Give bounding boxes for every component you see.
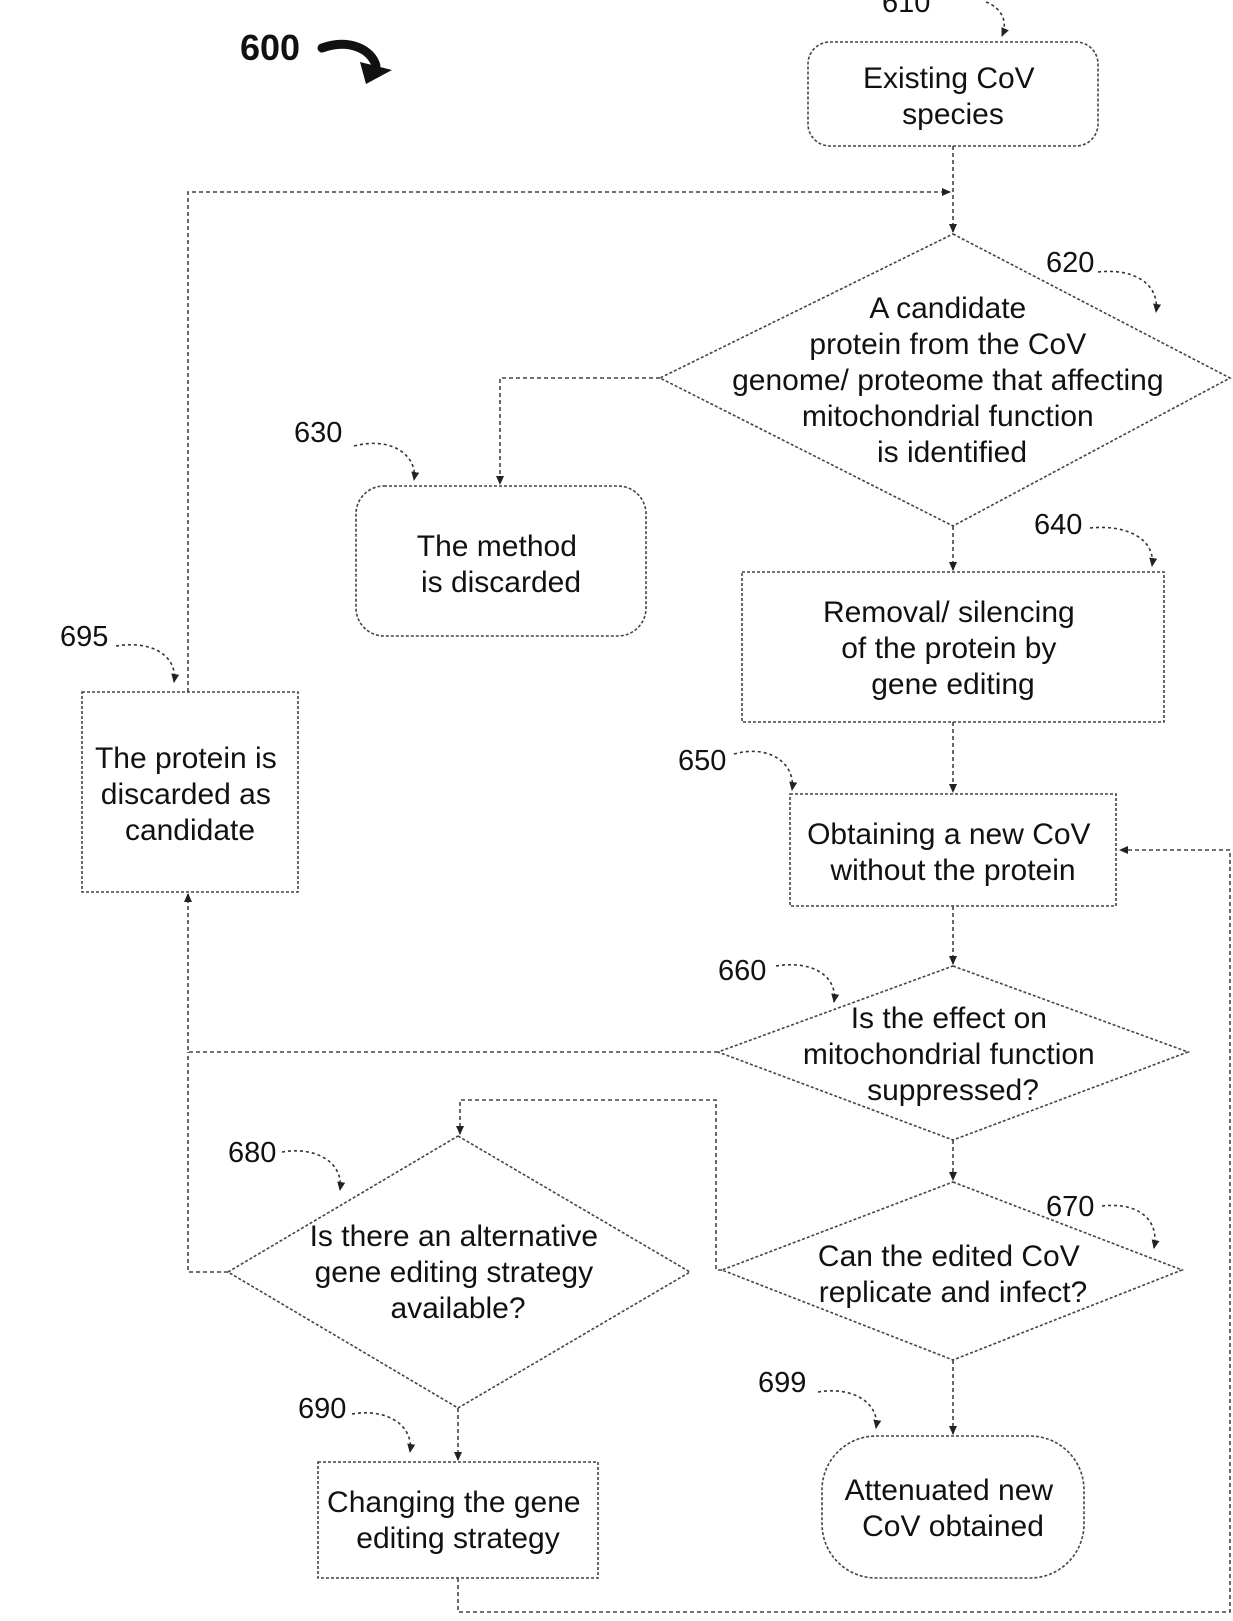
- leader-680: [282, 1151, 340, 1190]
- node-630-line-2: is discarded: [421, 566, 581, 599]
- node-640-line-2: of the protein by: [841, 632, 1056, 665]
- node-680-line-1: Is there an alternative: [310, 1220, 599, 1253]
- ref-610: 610: [882, 0, 930, 19]
- node-640-line-3: gene editing: [871, 668, 1034, 701]
- node-630-line-1: The method: [417, 530, 577, 563]
- ref-690: 690: [298, 1393, 346, 1425]
- node-699-line-1: Attenuated new: [845, 1474, 1054, 1507]
- node-650-line-1: Obtaining a new CoV: [807, 818, 1091, 851]
- node-680-line-2: gene editing strategy: [315, 1256, 594, 1289]
- ref-640: 640: [1034, 509, 1082, 541]
- node-670-line-1: Can the edited CoV: [818, 1240, 1080, 1273]
- node-660-line-2: mitochondrial function: [803, 1038, 1095, 1071]
- node-680-line-3: available?: [390, 1292, 525, 1325]
- node-699-shape: [822, 1436, 1084, 1578]
- ref-630: 630: [294, 417, 342, 449]
- node-640-line-1: Removal/ silencing: [823, 596, 1075, 629]
- leader-640: [1090, 527, 1152, 566]
- node-620-line-1: A candidate: [869, 292, 1026, 325]
- node-695-line-1: The protein is: [95, 742, 277, 775]
- ref-660: 660: [718, 955, 766, 987]
- node-695-line-3: candidate: [125, 814, 255, 847]
- leader-690: [352, 1413, 410, 1452]
- node-610-line-2: species: [902, 98, 1004, 131]
- node-660-line-1: Is the effect on: [851, 1002, 1047, 1035]
- leader-660: [776, 965, 834, 1002]
- node-620-line-2: protein from the CoV: [809, 328, 1086, 361]
- ref-680: 680: [228, 1137, 276, 1169]
- node-620-line-3: genome/ proteome that affecting: [732, 364, 1163, 397]
- ref-650: 650: [678, 745, 726, 777]
- node-610-line-1: Existing CoV: [863, 62, 1035, 95]
- node-660-line-3: suppressed?: [867, 1074, 1039, 1107]
- node-690-line-1: Changing the gene: [327, 1486, 581, 1519]
- leader-630: [354, 443, 414, 480]
- leader-699: [818, 1391, 876, 1428]
- ref-620: 620: [1046, 247, 1094, 279]
- node-690-shape: [318, 1462, 598, 1578]
- figure-label: 600: [240, 27, 300, 68]
- ref-695: 695: [60, 621, 108, 653]
- figure-pointer-arrow-icon: [322, 44, 392, 84]
- ref-670: 670: [1046, 1191, 1094, 1223]
- node-670-line-2: replicate and infect?: [819, 1276, 1088, 1309]
- node-620-line-4: mitochondrial function: [802, 400, 1094, 433]
- node-695-line-2: discarded as: [101, 778, 271, 811]
- leader-620: [1098, 271, 1156, 312]
- leader-650: [734, 751, 792, 790]
- connector-660-to-695: [188, 894, 718, 1052]
- node-699-line-2: CoV obtained: [862, 1510, 1044, 1543]
- node-650-line-2: without the protein: [829, 854, 1075, 887]
- leader-695: [116, 645, 174, 682]
- leader-610: [986, 2, 1004, 36]
- node-690-line-2: editing strategy: [356, 1522, 559, 1555]
- connector-680-to-695: [188, 1052, 228, 1272]
- node-620-line-5: is identified: [877, 436, 1027, 469]
- ref-699: 699: [758, 1367, 806, 1399]
- connector-620-to-630: [500, 378, 660, 484]
